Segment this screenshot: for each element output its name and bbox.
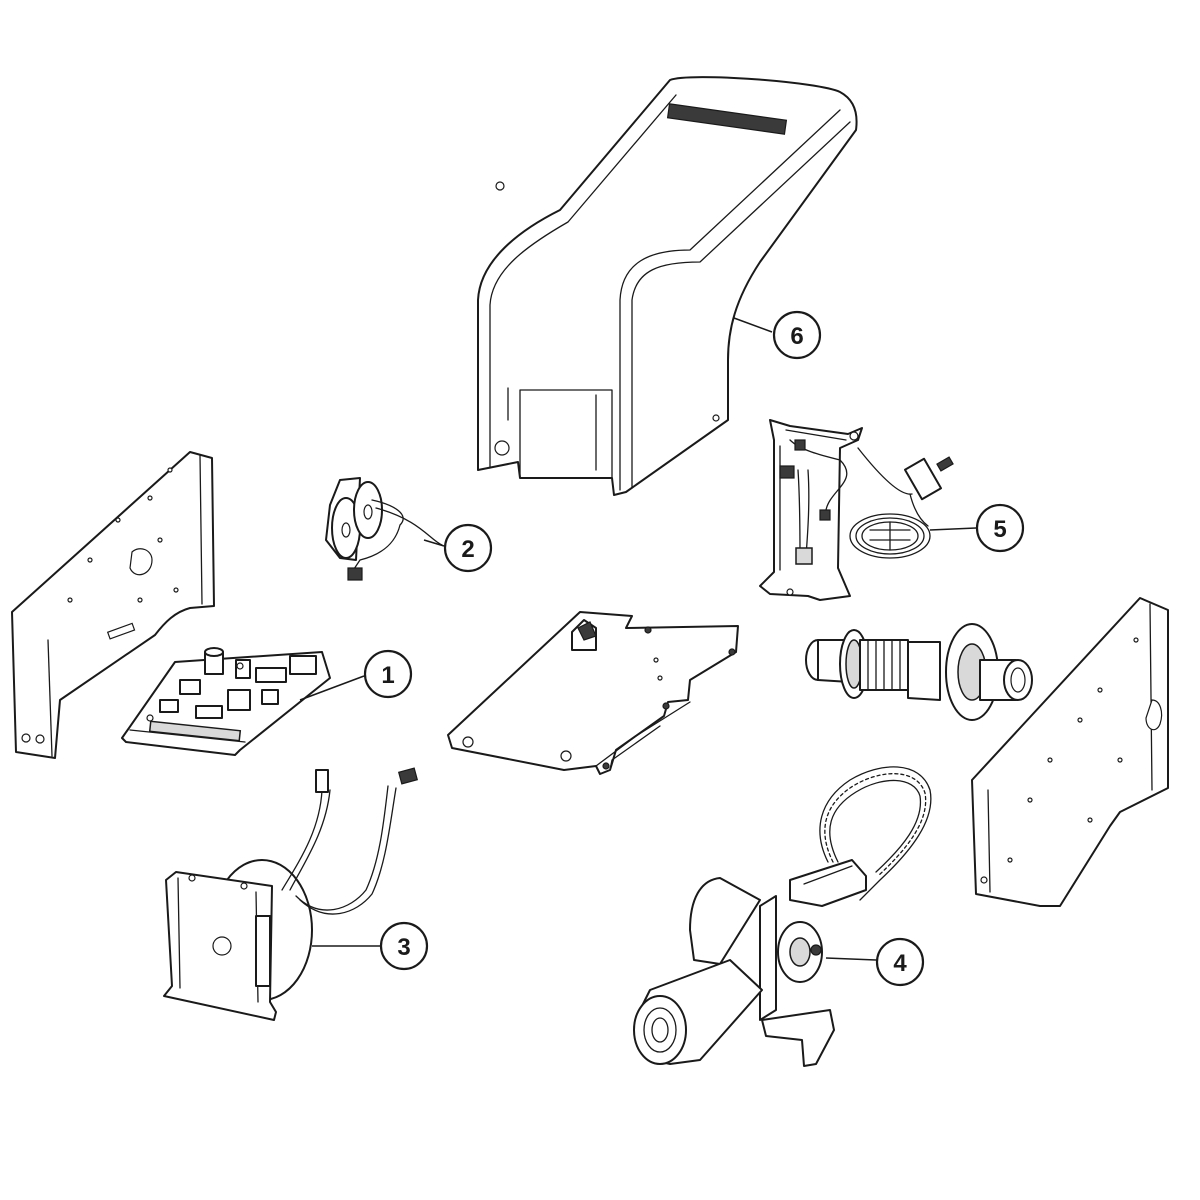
callout-2: 2: [423, 523, 493, 573]
limit-gear-assembly: [325, 477, 443, 581]
base-plate: [447, 611, 739, 775]
svg-text:4: 4: [893, 950, 907, 977]
svg-text:6: 6: [790, 323, 803, 350]
callout-1: 1: [299, 649, 413, 701]
svg-text:3: 3: [397, 934, 410, 961]
callout-5: 5: [929, 503, 1025, 553]
svg-text:1: 1: [381, 662, 394, 689]
callout-6: 6: [733, 310, 822, 360]
power-cord-bracket: [759, 419, 954, 601]
left-side-plate: [11, 451, 215, 759]
control-board: [121, 647, 331, 756]
right-side-plate: [971, 597, 1169, 907]
callout-3: 3: [312, 921, 429, 971]
cover-housing: [477, 76, 858, 496]
callout-4: 4: [825, 937, 925, 987]
small-motor-assembly: [163, 767, 419, 1021]
svg-text:5: 5: [993, 516, 1006, 543]
svg-text:2: 2: [461, 536, 474, 563]
drive-motor-chain-assembly: [633, 766, 932, 1067]
drive-shaft-assembly: [805, 623, 1033, 721]
